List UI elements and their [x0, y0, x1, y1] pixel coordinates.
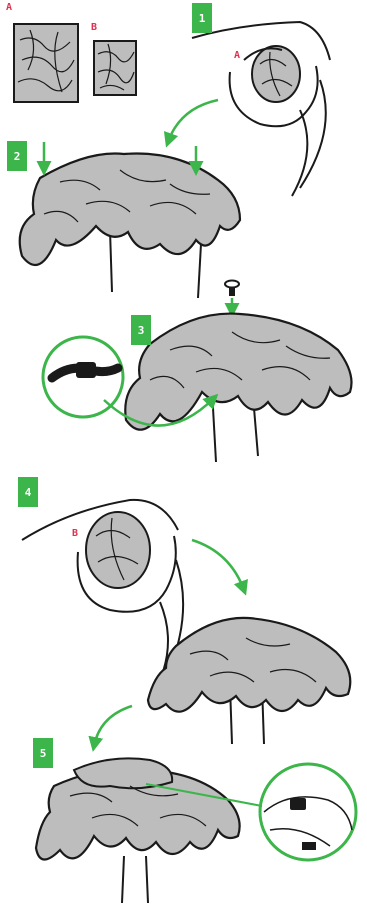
step-1-badge: 1 [192, 3, 212, 33]
draped-sheet-b-target [148, 618, 350, 744]
draped-double-layer [36, 758, 240, 903]
label-b-sheet: B [91, 22, 97, 33]
step-5-badge: 5 [33, 738, 53, 768]
draped-sheet-a-pinned [125, 314, 351, 462]
sheet-a [14, 24, 78, 102]
sheet-b [94, 41, 136, 95]
step-4-badge: 4 [18, 477, 38, 507]
hand-crumpling-b [22, 500, 183, 700]
label-b-hand: B [72, 528, 78, 539]
label-a-hand: A [234, 50, 240, 61]
mesh-clip-icon [260, 764, 356, 860]
label-a-sheet: A [6, 2, 12, 13]
arrow-to-step-2 [168, 100, 218, 142]
arrow-to-step-5 [94, 706, 132, 746]
step-2-badge: 2 [7, 141, 27, 171]
arrow-to-drape-b [192, 540, 244, 590]
pin-icon [225, 281, 239, 297]
draped-sheet-a [20, 154, 240, 299]
step-3-badge: 3 [131, 315, 151, 345]
hand-crumpling-a [192, 22, 330, 196]
